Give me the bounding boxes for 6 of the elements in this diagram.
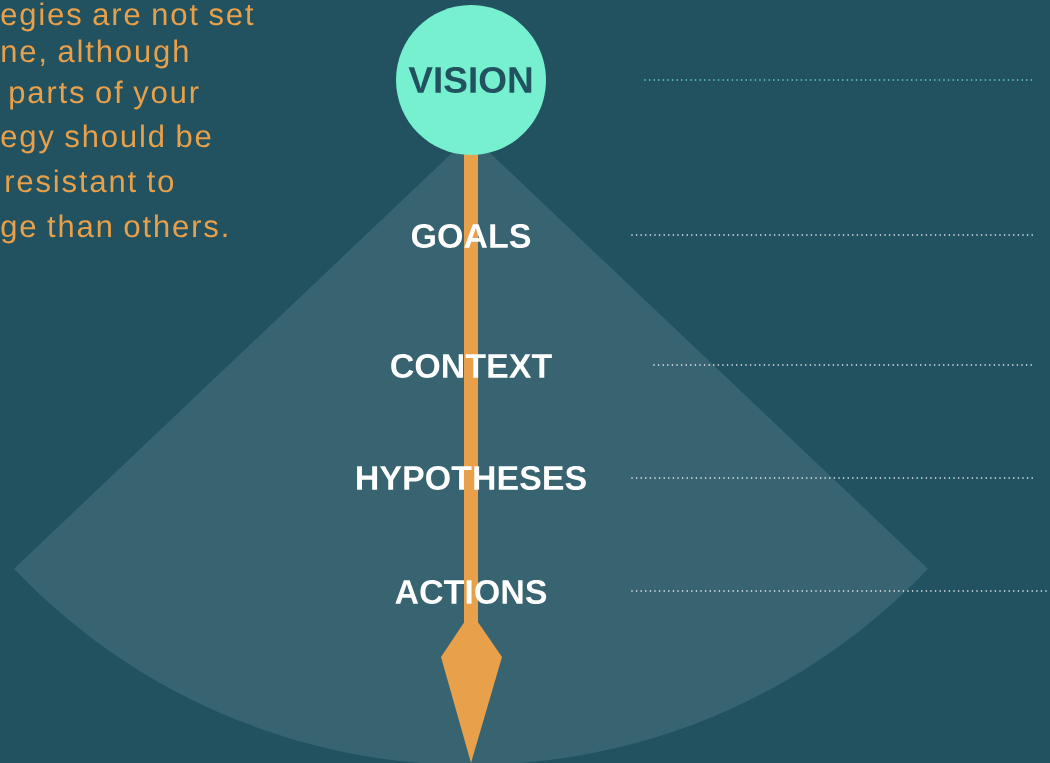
note-text: egies are not set <box>1 2 254 32</box>
note-text: ne, although <box>2 39 188 69</box>
note-text: parts of your <box>10 80 199 110</box>
note-text: ge than others. <box>1 214 227 244</box>
note-text: egy should be <box>1 124 211 154</box>
note-text: resistant to <box>6 169 174 193</box>
